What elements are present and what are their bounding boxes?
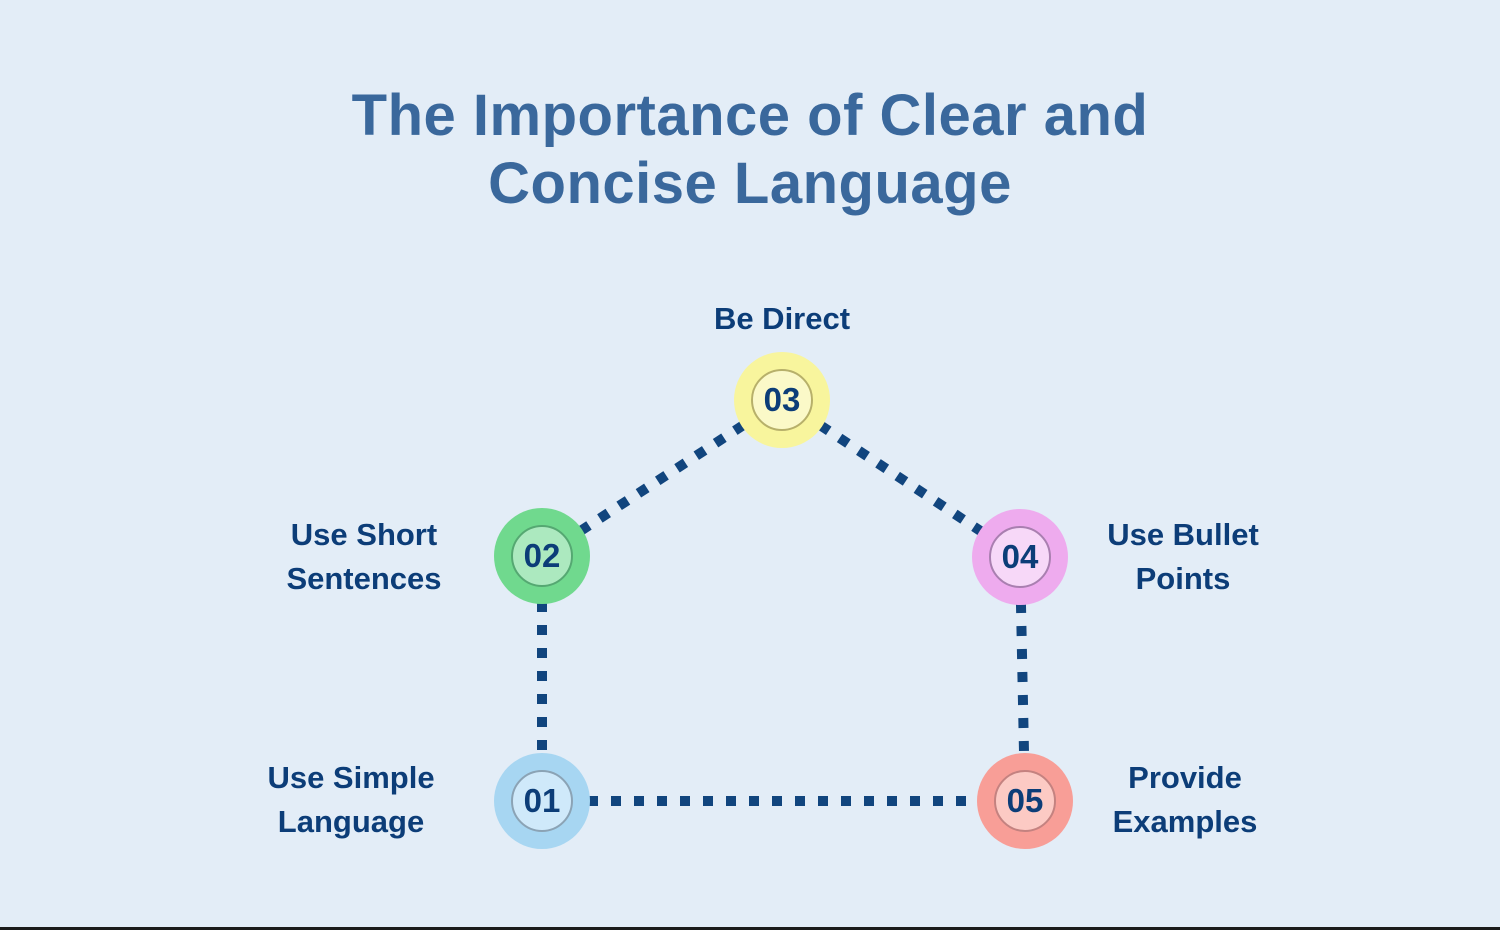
step-label-line: Use Bullet	[1107, 517, 1259, 552]
step-number-05: 05	[1006, 782, 1044, 819]
step-number-02: 02	[523, 537, 561, 574]
step-label-line: Examples	[1112, 804, 1258, 839]
step-number-04: 04	[1001, 538, 1039, 575]
step-circle-05-inner-ring: 05	[994, 770, 1056, 832]
step-label-line: Provide	[1128, 760, 1242, 795]
step-label-provide-examples: Provide Examples	[1035, 756, 1335, 844]
step-circle-02: 02	[494, 508, 590, 604]
step-label-use-simple-language: Use Simple Language	[201, 756, 501, 844]
step-circle-01-inner-ring: 01	[511, 770, 573, 832]
step-circle-04-inner-ring: 04	[989, 526, 1051, 588]
step-circle-02-inner-ring: 02	[511, 525, 573, 587]
page-title-line-1: The Importance of Clear and	[351, 83, 1149, 148]
step-circle-01: 01	[494, 753, 590, 849]
step-circle-05: 05	[977, 753, 1073, 849]
step-circle-04: 04	[972, 509, 1068, 605]
step-label-use-short-sentences: Use Short Sentences	[214, 513, 514, 601]
step-label-use-bullet-points: Use Bullet Points	[1033, 513, 1333, 601]
connector-04-05	[1015, 556, 1030, 802]
step-number-03: 03	[763, 381, 801, 418]
step-label-line: Language	[277, 804, 425, 839]
step-number-01: 01	[523, 782, 561, 819]
step-label-line: Use Simple	[267, 760, 435, 795]
step-label-be-direct: Be Direct	[632, 297, 932, 341]
page-title: The Importance of Clear and Concise Lang…	[0, 82, 1500, 218]
step-label-line: Sentences	[286, 561, 442, 596]
step-label-line: Points	[1135, 561, 1231, 596]
page-title-line-2: Concise Language	[488, 151, 1012, 216]
step-circle-03: 03	[734, 352, 830, 448]
step-label-line: Use Short	[290, 517, 438, 552]
step-label-line: Be Direct	[713, 301, 851, 336]
step-circle-03-inner-ring: 03	[751, 369, 813, 431]
